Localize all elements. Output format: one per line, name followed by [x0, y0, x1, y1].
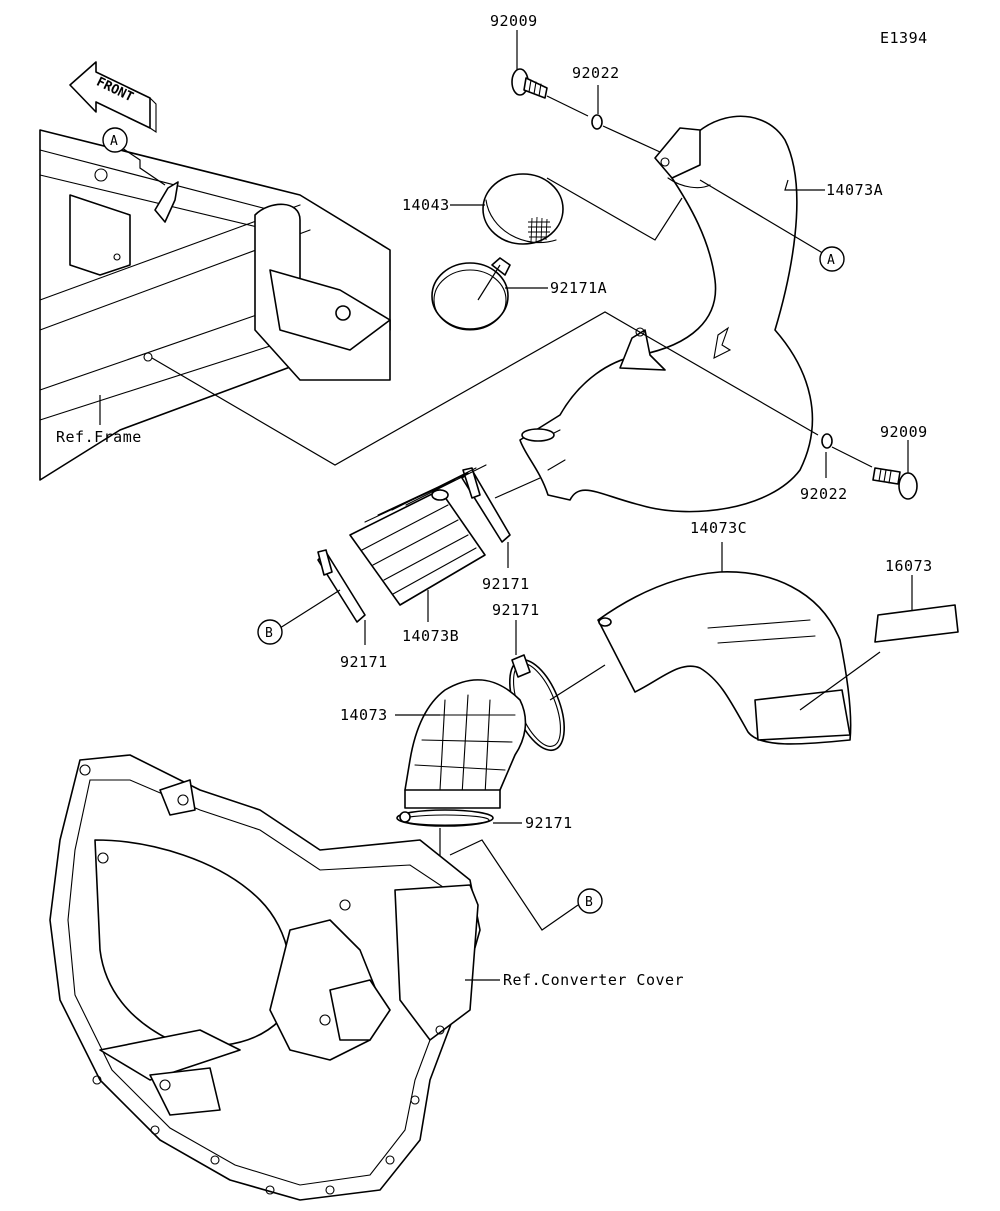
clamp-mid — [509, 654, 565, 752]
svg-text:B: B — [585, 895, 593, 910]
frame-drawing — [39, 129, 391, 481]
label-clamp-upper-right: 92171 — [482, 575, 530, 593]
callout-b-left: B — [257, 619, 283, 645]
callout-a-duct: A — [819, 246, 845, 272]
clamp-large — [431, 257, 511, 331]
label-clamp-bottom: 92171 — [525, 814, 573, 832]
svg-text:A: A — [827, 253, 835, 268]
label-washer-top: 92022 — [572, 64, 620, 82]
label-duct-lower: 14073C — [690, 519, 747, 537]
diagram-code: E1394 — [880, 29, 928, 47]
converter-cover-drawing — [49, 754, 481, 1201]
label-washer-right: 92022 — [800, 485, 848, 503]
label-plate — [874, 604, 959, 643]
front-arrow-icon: FRONT — [69, 61, 157, 134]
label-clamp-middle-left: 92171 — [340, 653, 388, 671]
washer-right — [821, 433, 833, 449]
bolt-top — [511, 68, 548, 99]
ref-converter-cover-label: Ref.Converter Cover — [503, 971, 684, 989]
label-clamp-mid: 92171 — [492, 601, 540, 619]
svg-text:B: B — [265, 626, 273, 641]
screen-14043 — [482, 173, 564, 245]
washer-top — [591, 114, 603, 130]
label-screen: 14043 — [402, 196, 450, 214]
callout-a-frame: A — [102, 127, 128, 153]
label-bolt-right: 92009 — [880, 423, 928, 441]
label-bolt-top: 92009 — [490, 12, 538, 30]
callout-b-right: B — [577, 888, 603, 914]
label-elbow: 14073 — [340, 706, 388, 724]
ref-frame-label: Ref.Frame — [56, 428, 142, 446]
elbow — [404, 679, 527, 809]
duct-lower — [597, 571, 852, 745]
clamp-upper-right — [461, 467, 511, 543]
svg-text:A: A — [110, 134, 118, 149]
label-duct-upper: 14073A — [826, 181, 883, 199]
label-boot-middle: 14073B — [402, 627, 459, 645]
boot-middle — [349, 464, 487, 606]
label-plate-number: 16073 — [885, 557, 933, 575]
duct-upper — [519, 115, 814, 513]
bolt-right — [872, 467, 918, 500]
label-clamp-large: 92171A — [550, 279, 607, 297]
clamp-bottom — [396, 809, 494, 827]
clamp-middle-left — [317, 549, 366, 623]
